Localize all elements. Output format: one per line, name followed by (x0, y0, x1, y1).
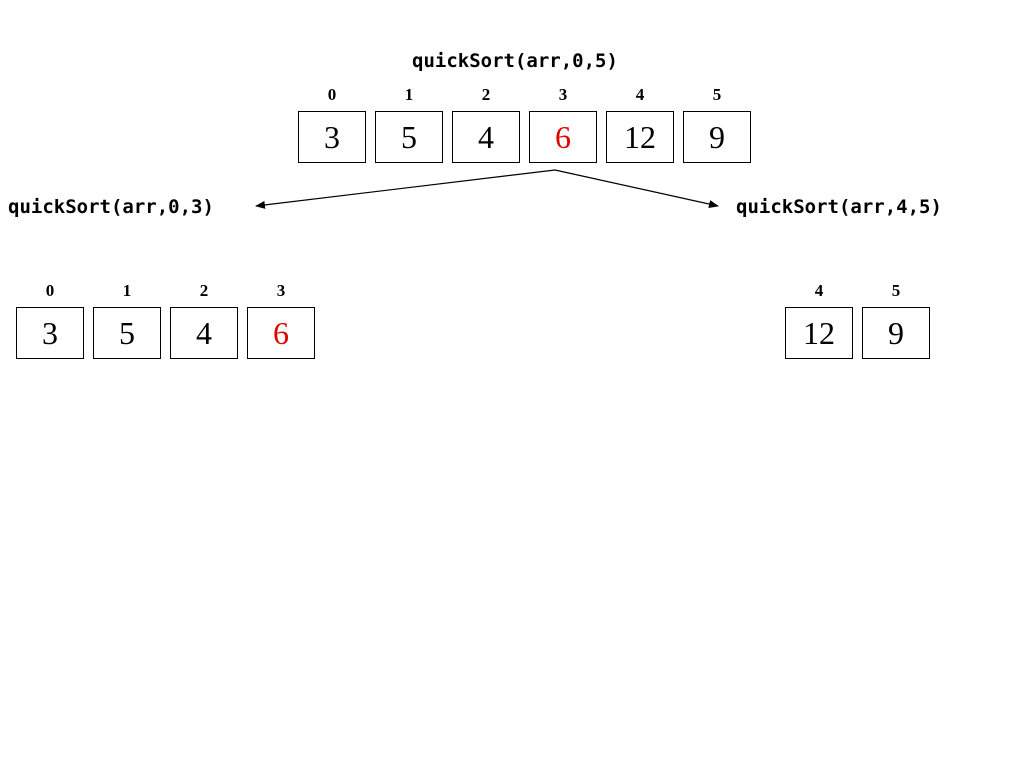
left-recursion-arrow (255, 169, 556, 209)
array-cell: 3 (16, 307, 84, 359)
array-index-label: 3 (558, 85, 568, 104)
array-index-label: 3 (276, 281, 286, 300)
right-recursion-arrow (554, 169, 719, 208)
array-index-label: 5 (891, 281, 901, 300)
array-index-label: 2 (481, 85, 491, 104)
array-cell: 3 (298, 111, 366, 163)
array-cell: 4 (170, 307, 238, 359)
top-call-label: quickSort(arr,0,5) (412, 50, 618, 72)
array-cell: 4 (452, 111, 520, 163)
array-cell: 12 (785, 307, 853, 359)
array-cell: 9 (862, 307, 930, 359)
array-index-label: 5 (712, 85, 722, 104)
pivot-cell: 6 (529, 111, 597, 163)
array-cell: 5 (93, 307, 161, 359)
left-call-label: quickSort(arr,0,3) (8, 196, 214, 218)
array-index-label: 0 (45, 281, 55, 300)
array-index-label: 0 (327, 85, 337, 104)
array-index-label: 1 (122, 281, 132, 300)
array-index-label: 1 (404, 85, 414, 104)
right-call-label: quickSort(arr,4,5) (736, 196, 942, 218)
array-cell: 12 (606, 111, 674, 163)
array-cell: 5 (375, 111, 443, 163)
array-index-label: 2 (199, 281, 209, 300)
array-cell: 9 (683, 111, 751, 163)
array-index-label: 4 (635, 85, 645, 104)
array-index-label: 4 (814, 281, 824, 300)
pivot-cell: 6 (247, 307, 315, 359)
